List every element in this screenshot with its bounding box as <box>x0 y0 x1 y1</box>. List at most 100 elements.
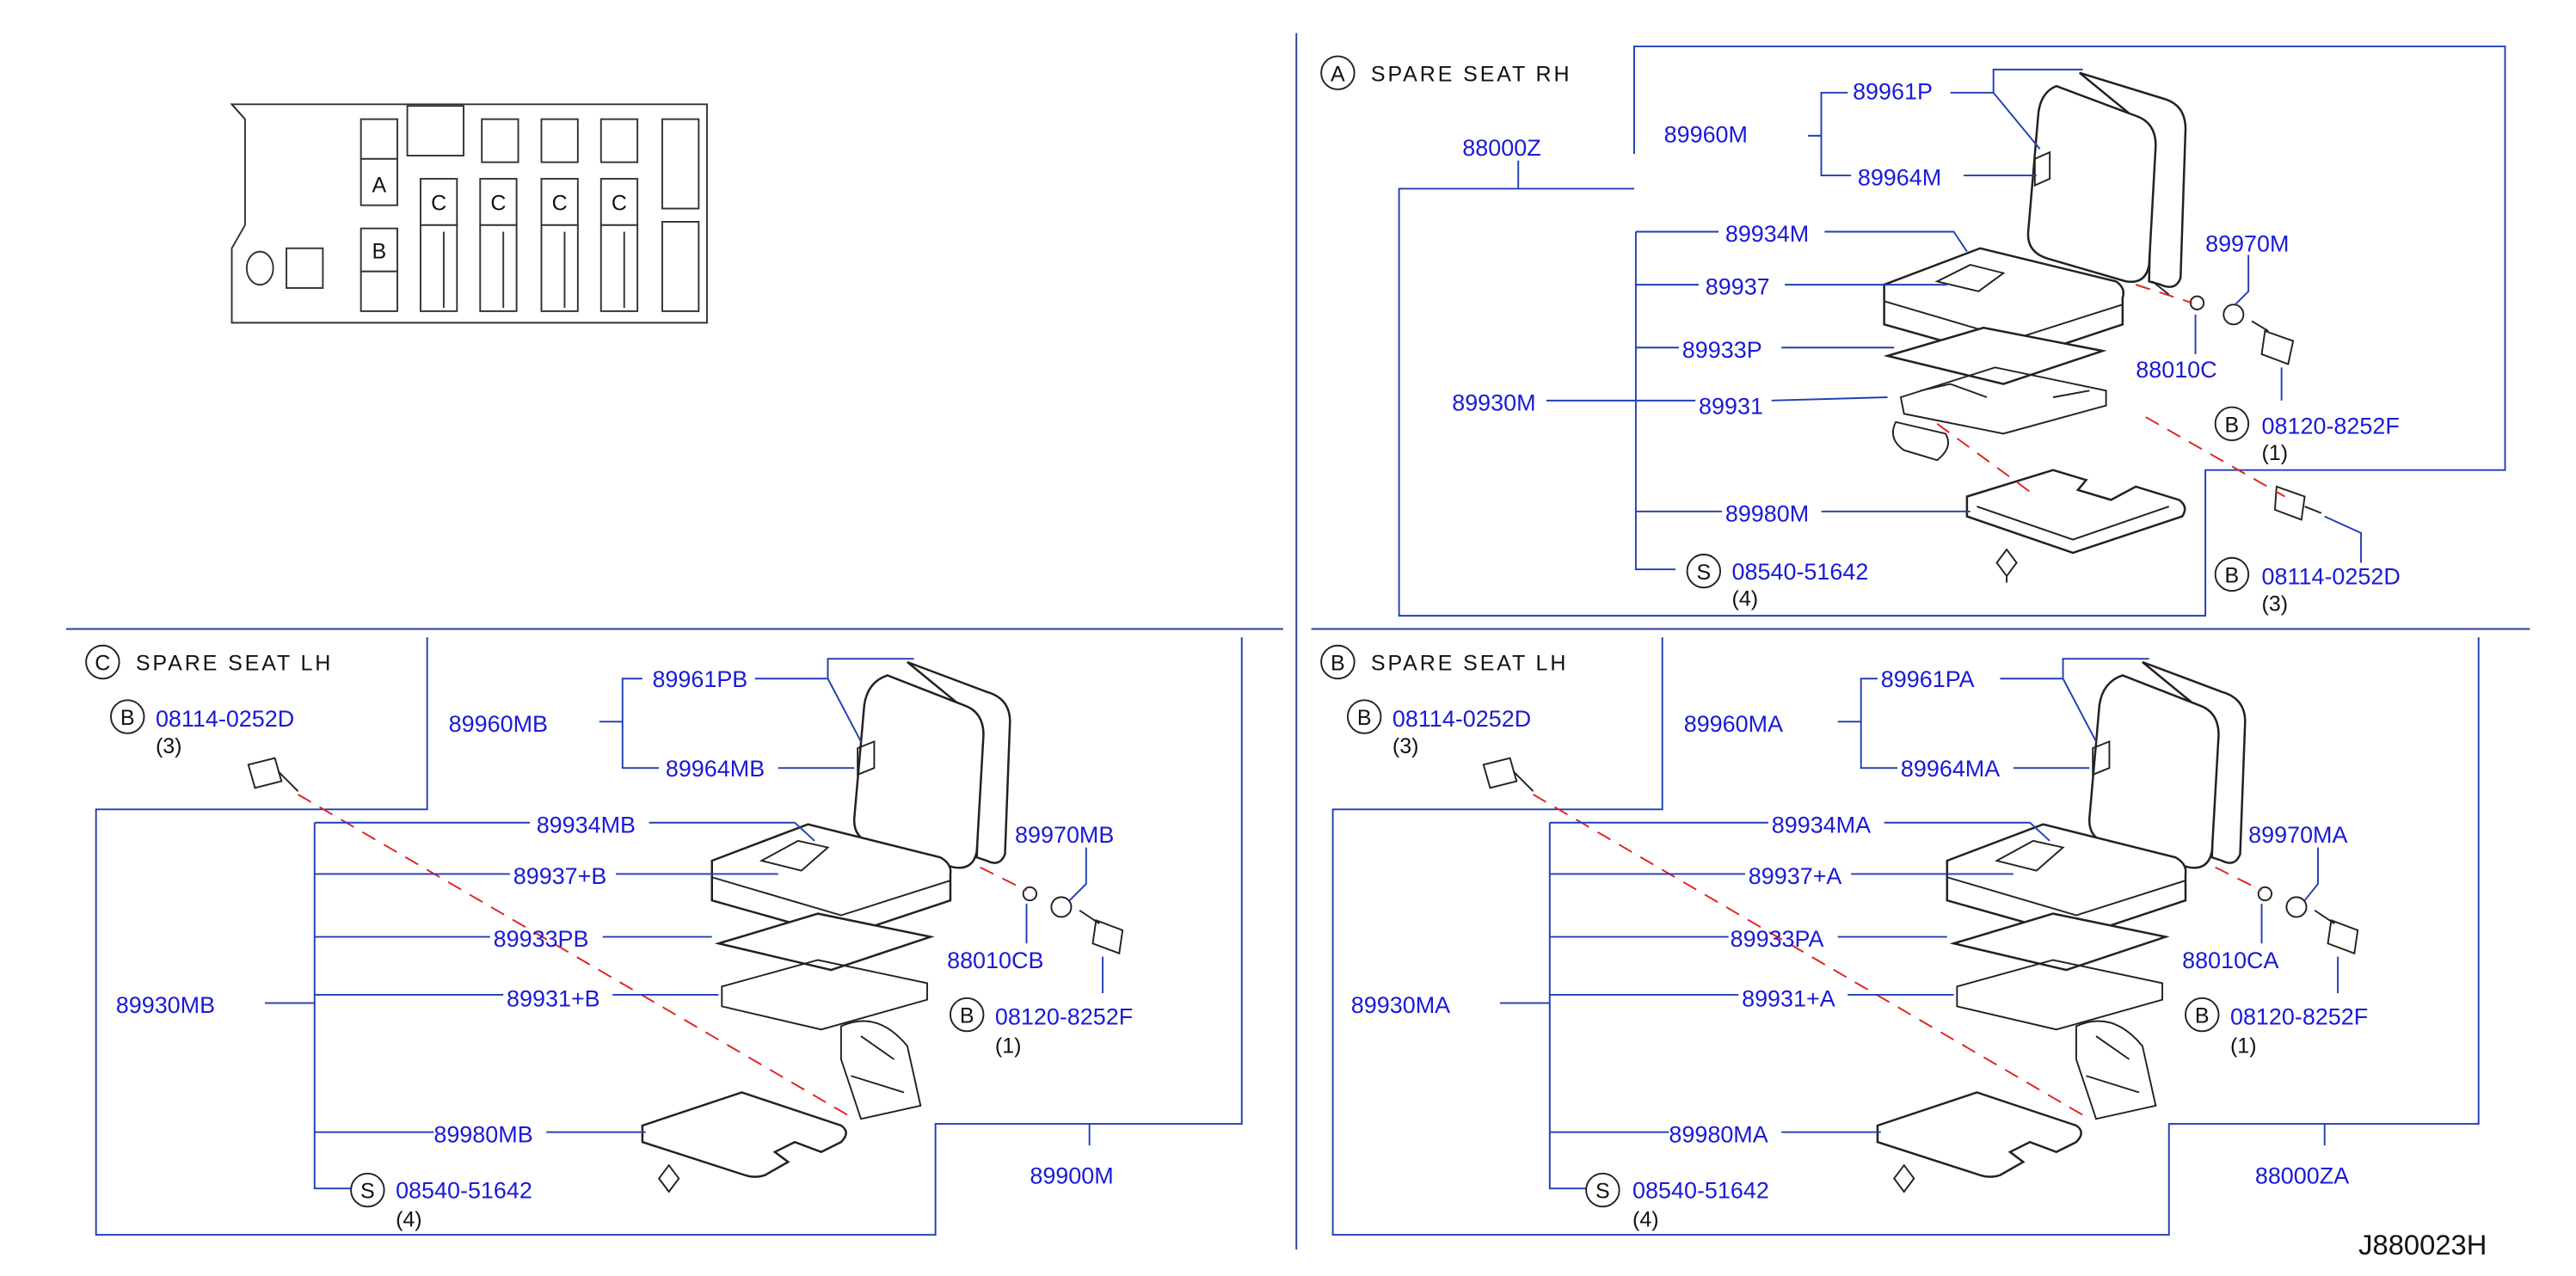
bolt-icon <box>2314 909 2359 955</box>
screw-icon <box>1892 1163 1915 1193</box>
bolt-icon <box>2251 320 2295 365</box>
label-89931: 89931 <box>1699 393 1763 419</box>
under-cover-lh <box>641 1091 847 1178</box>
floor-plan-label-c3: C <box>552 191 568 215</box>
label-89970m: 89970M <box>2205 231 2289 257</box>
screw-icon <box>657 1163 680 1193</box>
label-89900m: 89900M <box>1030 1163 1113 1188</box>
qty-bolt1: (1) <box>2230 1034 2257 1058</box>
qty-bolt2: (3) <box>1393 734 1419 758</box>
floor-plan-label-a: A <box>372 173 386 197</box>
label-89980mb: 89980MB <box>433 1121 532 1147</box>
label-89933pa: 89933PA <box>1731 926 1824 952</box>
code-b2: B <box>2225 564 2240 588</box>
label-08540-51642: 08540-51642 <box>1632 1178 1769 1204</box>
label-08114-0252d: 08114-0252D <box>156 706 294 732</box>
label-89980m: 89980M <box>1725 500 1809 526</box>
label-08120-8252f: 08120-8252F <box>995 1004 1133 1030</box>
b-code-icon <box>2214 556 2250 592</box>
bolt-alignment-line <box>1533 794 2090 1120</box>
washer-icon <box>2285 896 2308 918</box>
label-88010ca: 88010CA <box>2182 948 2278 973</box>
section-b-spare-seat-lh: B SPARE SEAT LH 88000ZA 8996 <box>1320 637 2480 1236</box>
label-08540-51642: 08540-51642 <box>1732 559 1869 585</box>
floor-plan: A B C C C C <box>230 103 708 324</box>
seat-cushion-lh <box>710 823 952 1120</box>
code-b2: B <box>1357 706 1372 730</box>
label-89930ma: 89930MA <box>1351 992 1450 1018</box>
under-cover-lh-b <box>1876 1091 2082 1178</box>
code-s: S <box>360 1180 375 1204</box>
washer-icon <box>2189 295 2205 310</box>
label-89961pa: 89961PA <box>1881 666 1975 692</box>
washer-icon <box>1050 896 1073 918</box>
seat-back-lh-b <box>2088 660 2247 869</box>
code-b1: B <box>960 1004 974 1028</box>
label-89930m: 89930M <box>1452 390 1535 415</box>
section-a-spare-seat-rh: A SPARE SEAT RH 88000Z <box>1320 45 2506 617</box>
section-c-spare-seat-lh: C SPARE SEAT LH 89900M 89960 <box>85 637 1243 1236</box>
qty-bolt2: (3) <box>2262 592 2289 616</box>
label-88010cb: 88010CB <box>947 948 1043 973</box>
floor-plan-c-seats: C C C C <box>419 118 700 312</box>
code-s: S <box>1595 1180 1610 1204</box>
qty-bolt2: (3) <box>156 734 182 758</box>
washer-icon <box>2257 886 2273 902</box>
qty-screw: (4) <box>396 1207 422 1231</box>
under-cover-rh <box>1965 469 2186 555</box>
label-89934mb: 89934MB <box>537 812 636 837</box>
label-88010c: 88010C <box>2136 357 2216 383</box>
label-89964ma: 89964MA <box>1901 756 2000 782</box>
label-89934ma: 89934MA <box>1772 812 1871 837</box>
label-89933pb: 89933PB <box>494 926 589 952</box>
label-89960ma: 89960MA <box>1684 711 1783 737</box>
label-08120-8252f: 08120-8252F <box>2262 413 2400 439</box>
s-code-icon <box>1585 1172 1620 1208</box>
section-b-letter: B <box>1331 652 1345 676</box>
label-89931-b: 89931+B <box>507 985 600 1011</box>
section-b-title: SPARE SEAT LH <box>1371 652 1568 676</box>
floor-plan-label-c2: C <box>490 191 506 215</box>
label-89931-a: 89931+A <box>1742 985 1835 1011</box>
label-88000z: 88000Z <box>1462 135 1540 161</box>
label-08114-0252d: 08114-0252D <box>2262 564 2401 590</box>
section-a-letter: A <box>1331 62 1345 86</box>
seat-back-lh <box>852 660 1011 869</box>
qty-bolt1: (1) <box>2262 441 2289 465</box>
b-code-icon <box>1346 699 1382 734</box>
section-c-title: SPARE SEAT LH <box>136 652 333 676</box>
seat-cushion-lh-b <box>1946 823 2187 1120</box>
section-a-title: SPARE SEAT RH <box>1371 62 1572 86</box>
bolt-icon <box>2273 485 2322 521</box>
label-89933p: 89933P <box>1682 337 1762 363</box>
section-c-letter: C <box>95 652 110 676</box>
bolt-alignment-line <box>298 794 855 1120</box>
code-b2: B <box>120 706 135 730</box>
bolt-icon <box>1482 757 1534 792</box>
label-89937: 89937 <box>1706 274 1770 300</box>
code-b1: B <box>2225 413 2240 437</box>
label-08114-0252d: 08114-0252D <box>1393 706 1531 732</box>
label-89961p: 89961P <box>1853 79 1933 105</box>
floor-plan-label-c1: C <box>431 191 446 215</box>
code-s: S <box>1696 561 1711 585</box>
label-89930mb: 89930MB <box>116 992 215 1018</box>
b-code-icon <box>110 699 145 734</box>
label-89970mb: 89970MB <box>1015 822 1114 848</box>
label-89960mb: 89960MB <box>449 711 548 737</box>
label-08540-51642: 08540-51642 <box>396 1178 532 1204</box>
label-89961pb: 89961PB <box>652 666 747 692</box>
s-code-icon <box>1686 553 1722 589</box>
label-89937-a: 89937+A <box>1749 863 1842 889</box>
label-08120-8252f: 08120-8252F <box>2230 1004 2368 1030</box>
bolt-icon <box>1079 909 1124 955</box>
label-89960m: 89960M <box>1664 122 1748 148</box>
label-89964mb: 89964MB <box>666 756 765 782</box>
bolt-alignment-line <box>2145 416 2285 498</box>
s-code-icon <box>350 1172 385 1208</box>
diagram-id: J880023H <box>2358 1229 2487 1261</box>
qty-screw: (4) <box>1632 1207 1659 1231</box>
washer-icon <box>1022 886 1038 902</box>
label-89937-b: 89937+B <box>513 863 607 889</box>
